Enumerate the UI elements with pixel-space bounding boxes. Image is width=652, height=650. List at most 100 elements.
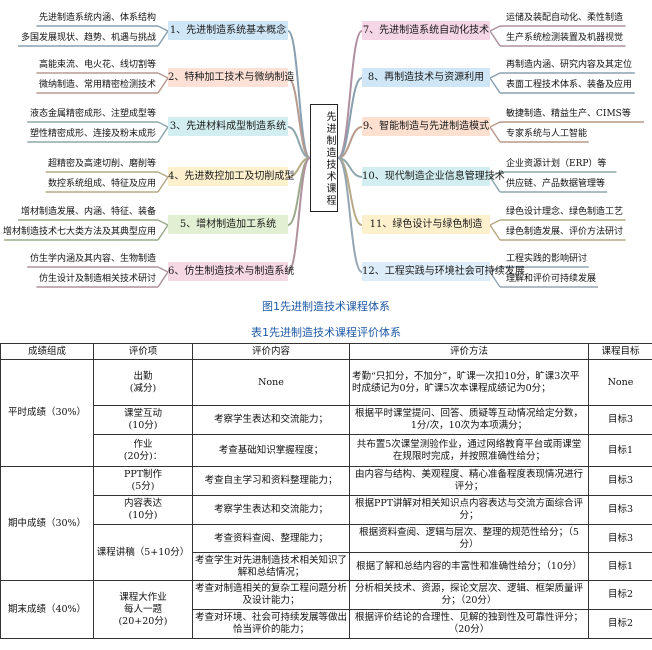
sub-connector [489,171,501,178]
sub-connector [157,126,169,143]
subtopic: 增材制造技术七大类方法及其典型应用 [2,227,156,237]
subtopic: 微纳制造、常用精密检测技术 [38,80,156,90]
cell-goal: 目标2 [588,609,652,639]
sub-connector [157,266,169,273]
cell-method: 分析相关技术、资源，探论文层次、逻辑、框架质量评分；（20分） [349,580,589,610]
center-title: 先进制造技术课程 [324,111,335,207]
table-row: 期末成绩（40%） 课程大作业 每人一题 (20+20分) 考查对制造相关的复杂… [0,580,652,639]
subtopic: 绿色制造发展、评价方法研讨 [506,227,624,237]
header-goal: 课程目标 [588,343,652,360]
mind-map-connectors [4,25,644,288]
cell-item: PPT制作 (5分) [93,466,193,496]
topic-node-4: 4、先进数控加工及切削成型 [168,167,294,186]
sub-connector [157,271,169,288]
cell-method: 根据评价结论的合理性、见解的独到性及可靠性评分；（20分） [349,609,589,639]
sub-connector [157,25,169,32]
topic-node-5: 5、增材制造加工系统 [168,215,288,234]
sub-connector [489,30,501,47]
sub-connector [489,266,501,273]
cell-content: 考察学生表达和交流能力； [192,405,350,435]
subtopic: 专家系统与人工智能 [506,129,588,139]
cell-content: 考查自主学习和资料整理能力； [192,466,350,496]
sub-connector [489,72,501,79]
header-group: 成绩组成 [0,343,94,360]
sub-connector [157,224,169,241]
sub-connector [489,271,501,288]
cell-group: 平时成绩（30%） [0,359,94,467]
connector-right-3 [337,126,363,159]
table-row: 课程讲稿（5+10分） 考查资料查阅、整理能力； 根据资料查阅、逻辑与层次、整理… [1,524,652,581]
subtopic: 生产系统检测装置及机器视觉 [506,33,624,43]
cell-item: 内容表达 (10分) [93,495,193,525]
sub-connector [489,121,501,128]
topic-node-12: 12、工程实践与环境社会可持续发展 [362,262,525,281]
course-mind-map: 先进制造技术课程 1、先进制造系统基本概念 先进制造系统内涵、体系结构多国发展现状… [0,0,652,292]
topic-node-9: 9、智能制造与先进制造模式 [362,117,490,136]
cell-item: 作业 (20分)： [93,434,193,467]
cell-content: 考查对制造相关的复杂工程问题分析及设计能力； [192,580,350,610]
cell-method: 根据PPT讲解对相关知识点内容表达与交流方面综合评分； [349,495,589,525]
figure-caption: 图1先进制造技术课程体系 [262,300,390,313]
topic-node-3: 3、先进材料成型制造系统 [168,117,288,136]
header-method: 评价方法 [349,343,589,360]
sub-connector [489,176,501,193]
subtopic: 增材制造发展、内涵、特征、装备 [20,207,156,217]
subtopic: 敏捷制造、精益生产、CIMS等 [506,109,631,119]
subtopic: 先进制造系统内涵、体系结构 [38,13,156,23]
cell-item: 出勤 (减分) [93,359,193,406]
cell-goal: 目标1 [588,434,652,467]
cell-goal: 目标2 [588,580,652,610]
sub-connector [157,219,169,226]
connector-left-2 [287,77,311,159]
header-content: 评价内容 [192,343,350,360]
subtopic: 仿生学内涵及其内容、生物制造 [29,254,156,264]
subtopic: 再制造内涵、研究内容及其定位 [506,60,633,70]
header-item: 评价项 [93,343,193,360]
cell-group: 期末成绩（40%） [0,580,94,639]
sub-connector [157,171,169,178]
evaluation-table: 成绩组成 评价项 评价内容 评价方法 课程目标 平时成绩（30%） 出勤 (减分… [0,343,652,639]
cell-item: 课堂互动 (10分) [93,405,193,435]
cell-method: 共布置5次课堂测验作业，通过网络教育平台或雨课堂在规限时完成，并按照准确性给分； [349,434,589,467]
sub-connector [489,77,501,94]
cell-content: 考察学生表达和交流能力； [192,495,350,525]
subtopic: 塑性精密成形、连接及粉末成形 [29,129,156,139]
table-row: 作业 (20分)： 考查基础知识掌握程度； 共布置5次课堂测验作业，通过网络教育… [1,434,652,467]
center-title-box: 先进制造技术课程 [310,104,338,212]
cell-method: 根据平时课堂提问、回答、质疑等互动情况给定分数，1分/次，10次为本项满分； [349,405,589,435]
topic-node-2: 2、特种加工技术与微纳制造 [168,68,294,87]
topic-node-8: 8、再制造技术与资源利用 [362,68,490,87]
cell-method: 根据了解和总结内容的丰富性和准确性给分；（10分） [349,552,589,581]
topic-node-1: 1、先进制造系统基本概念 [168,21,288,40]
sub-connector [489,126,501,143]
topic-node-6: 6、仿生制造技术与制造系统 [168,262,294,281]
cell-item: 课程讲稿（5+10分） [93,524,193,581]
cell-goal: 目标3 [588,495,652,525]
subtopic: 仿生设计及制造相关技术研讨 [38,274,156,284]
sub-connector [157,30,169,47]
connector-left-1 [287,30,311,159]
sub-connector [157,121,169,128]
cell-goal: 目标3 [588,466,652,496]
subtopic: 企业资源计划（ERP）等 [506,159,607,169]
subtopic: 超精密及高速切削、磨削等 [47,159,156,169]
connector-left-6 [287,157,311,273]
topic-node-7: 7、先进制造系统自动化技术 [362,21,490,40]
table-row: 内容表达 (10分) 考察学生表达和交流能力； 根据PPT讲解对相关知识点内容表… [1,495,652,525]
topic-node-10: 10、现代制造企业信息管理技术 [362,167,505,186]
cell-goal: None [588,359,652,406]
cell-content: 考查学生对先进制造技术相关知识了解和总结情况； [192,552,350,581]
cell-method: 由内容与结构、美观程度、精心准备程度表现情况进行评分； [349,466,589,496]
subtopic: 工程实践的影响研讨 [506,254,588,264]
connector-right-2 [337,77,363,159]
cell-goal: 目标1 [588,552,652,581]
table-row: 考查对环境、社会可持续发展等做出恰当评价的能力； 根据评价结论的合理性、见解的独… [1,609,652,639]
subtopic: 液态金属精密成形、注塑成型等 [29,109,156,119]
table-row: 考查学生对先进制造技术相关知识了解和总结情况； 根据了解和总结内容的丰富性和准确… [1,552,652,581]
sub-connector [157,176,169,193]
table-row: 课堂互动 (10分) 考察学生表达和交流能力； 根据平时课堂提问、回答、质疑等互… [1,405,652,435]
table-row: 期中成绩（30%） PPT制作 (5分) 考查自主学习和资料整理能力； 由内容与… [0,466,652,581]
cell-content: 考查基础知识掌握程度； [192,434,350,467]
subtopic: 绿色设计理念、绿色制造工艺 [506,207,624,217]
subtopic: 多国发展现状、趋势、机遇与挑战 [20,33,156,43]
